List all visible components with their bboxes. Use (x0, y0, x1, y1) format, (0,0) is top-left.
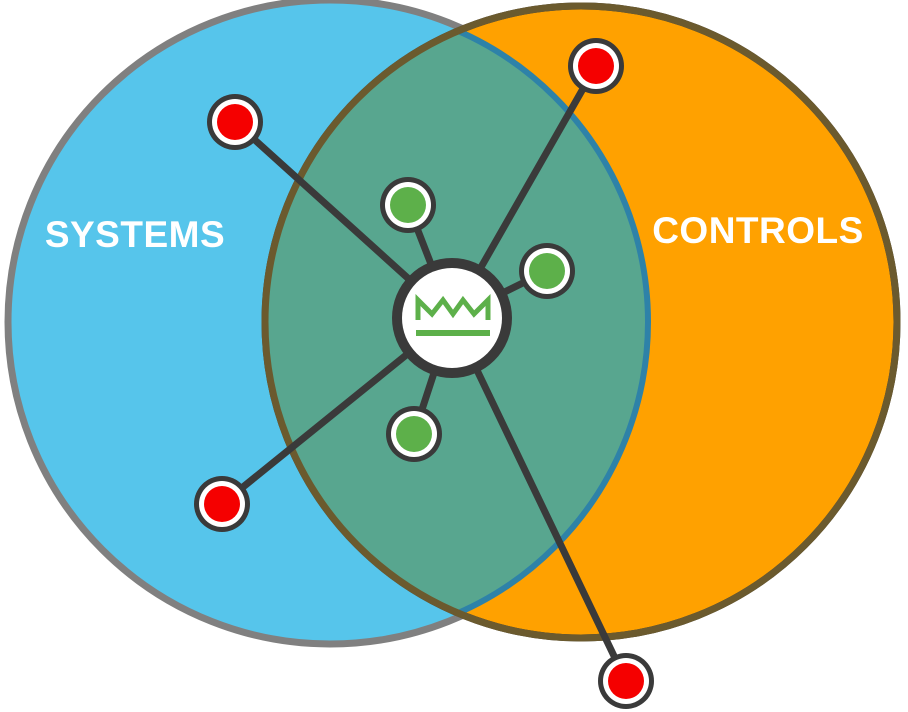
red-node-top-right (568, 38, 624, 94)
hub (392, 258, 512, 378)
green-node-lower (386, 406, 442, 462)
hub-center (402, 268, 502, 368)
red-node-bottom-right-connector (448, 314, 630, 685)
nodes (194, 38, 654, 709)
crown-icon (415, 293, 491, 336)
red-node-bottom-right (598, 653, 654, 709)
green-node-upper (380, 177, 436, 233)
green-node-right (519, 243, 575, 299)
overlap-region (268, 9, 649, 635)
systems-circle-edge (268, 9, 651, 635)
red-node-bottom-left (194, 476, 250, 532)
red-node-top-left (207, 94, 263, 150)
controls-circle-edge (261, 2, 901, 642)
systems-label: SYSTEMS (45, 214, 225, 255)
controls-label: CONTROLS (652, 210, 864, 251)
